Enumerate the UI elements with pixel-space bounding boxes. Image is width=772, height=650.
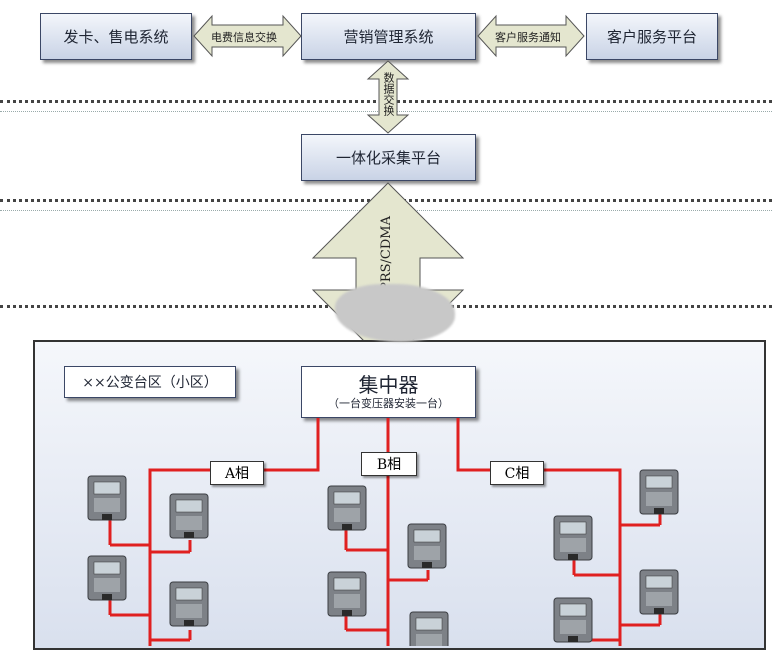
concentrator-title: 集中器 xyxy=(358,373,419,397)
meter-icon xyxy=(553,515,593,561)
meter-icon xyxy=(87,475,127,521)
area-label: ××公变台区（小区） xyxy=(82,375,218,391)
marketing-system-box: 营销管理系统 xyxy=(301,13,476,60)
meter-icon xyxy=(409,611,449,646)
data-exchange-arrow-shape xyxy=(366,60,410,134)
collection-platform-label: 一体化采集平台 xyxy=(335,149,441,167)
phase-a-label: A相 xyxy=(224,466,250,482)
collection-platform-box: 一体化采集平台 xyxy=(301,134,476,181)
meter-icon xyxy=(169,581,209,627)
phase-c-label: C相 xyxy=(504,466,530,482)
exchange-arrow-left-label: 电费信息交换 xyxy=(211,31,277,44)
phase-b-tag: B相 xyxy=(361,452,417,476)
exchange-arrow-right-shape xyxy=(477,14,585,58)
data-exchange-label: 数据交换 xyxy=(382,72,395,116)
phase-a-tag: A相 xyxy=(210,461,264,485)
meter-icon xyxy=(639,469,679,515)
meter-icon xyxy=(327,571,367,617)
card-sales-system-label: 发卡、售电系统 xyxy=(63,28,169,46)
meter-icon xyxy=(87,555,127,601)
concentrator-box: 集中器 （一台变压器安装一台） xyxy=(301,366,476,418)
meter-icon xyxy=(169,493,209,539)
exchange-arrow-left-shape xyxy=(193,14,302,58)
area-label-box: ××公变台区（小区） xyxy=(64,366,236,398)
customer-platform-label: 客户服务平台 xyxy=(606,28,697,46)
card-sales-system-box: 发卡、售电系统 xyxy=(40,13,192,60)
phase-b-label: B相 xyxy=(376,457,402,473)
concentrator-subtitle: （一台变压器安装一台） xyxy=(328,397,449,410)
meter-icon xyxy=(639,569,679,615)
smudge xyxy=(335,284,455,342)
marketing-system-label: 营销管理系统 xyxy=(343,28,434,46)
exchange-arrow-right-label: 客户服务通知 xyxy=(495,31,561,44)
meter-icon xyxy=(407,523,447,569)
meter-icon xyxy=(553,597,593,643)
phase-c-tag: C相 xyxy=(490,461,544,485)
customer-platform-box: 客户服务平台 xyxy=(586,13,718,60)
meter-icon xyxy=(327,485,367,531)
